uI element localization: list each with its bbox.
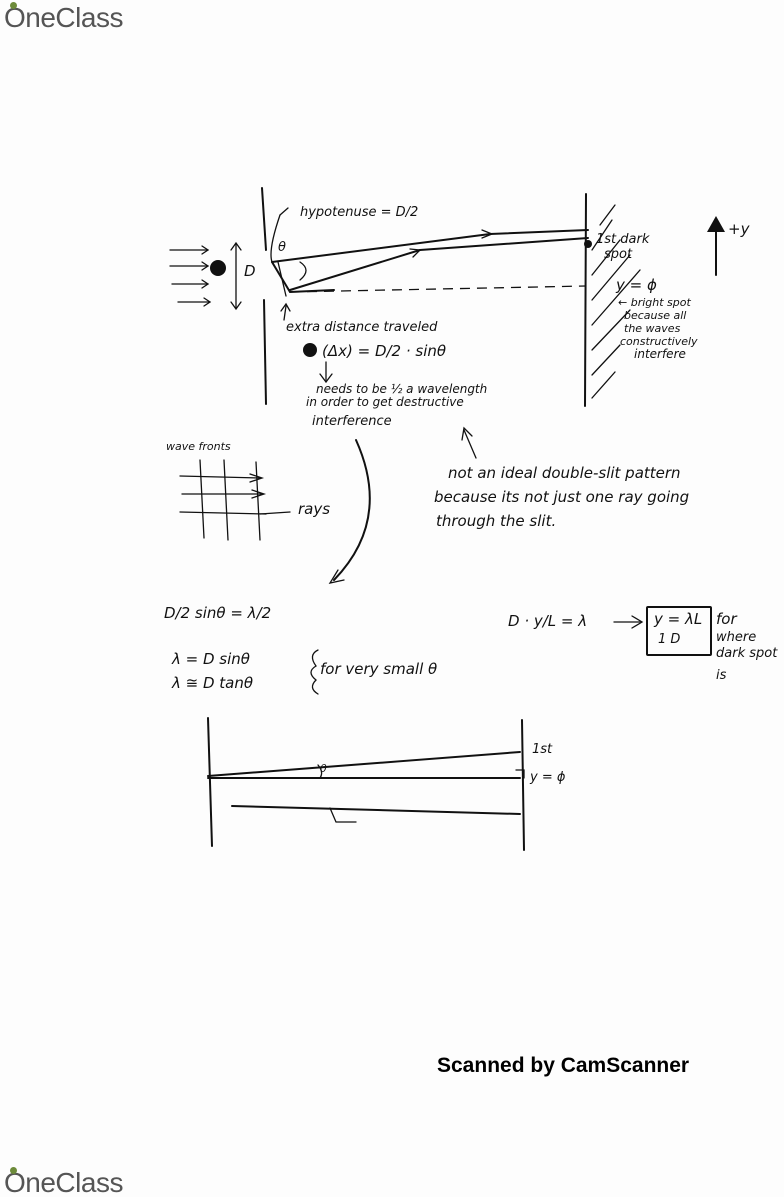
path-triangle: [271, 261, 335, 294]
small-angle-note: for very small θ: [320, 660, 438, 678]
ink-blot: [303, 343, 317, 357]
bright-spot-line-1: ← bright spot: [618, 296, 691, 309]
lower-first-label: 1st: [532, 742, 553, 757]
theta-label-slit: θ: [278, 240, 286, 255]
bright-spot-line-3: the waves: [624, 322, 681, 335]
logo-bottom-text: OneClass: [4, 1167, 123, 1197]
dark-spot-label-1: 1st dark: [596, 232, 650, 247]
extra-distance-arrow: [283, 305, 287, 321]
up-arrow: [463, 429, 477, 459]
lower-y-zero-label: y = ϕ: [530, 770, 566, 785]
wave-fronts-grid: [179, 459, 267, 541]
curved-arrow: [333, 439, 371, 581]
slit-wall-bottom: [263, 299, 267, 405]
half-wavelength-line-3: interference: [312, 414, 392, 429]
equation-3: λ ≅ D tanθ: [172, 674, 254, 692]
positive-y-label: +y: [728, 220, 750, 238]
for-where-line-3: dark spot: [716, 646, 778, 661]
bright-spot-line-2: because all: [624, 309, 687, 322]
hypotenuse-pointer: [270, 214, 281, 263]
boxed-result-bottom: 1 D: [658, 632, 681, 647]
not-ideal-line-1: not an ideal double-slit pattern: [448, 464, 681, 482]
rays-label: rays: [298, 500, 331, 518]
hypotenuse-label: hypotenuse = D/2: [300, 205, 419, 220]
equation-1: D/2 sinθ = λ/2: [164, 604, 272, 622]
center-line: [289, 285, 587, 293]
for-where-line-2: where: [716, 630, 757, 645]
bright-spot-line-5: interfere: [634, 347, 686, 361]
incoming-wave-arrows: [169, 245, 212, 307]
extra-distance-label: extra distance traveled: [286, 320, 438, 335]
slit-wall-top: [261, 187, 267, 251]
not-ideal-line-3: through the slit.: [436, 512, 557, 530]
dark-spot-dot: [584, 240, 592, 248]
lower-ray: [207, 751, 521, 777]
path-difference-equation: (Δx) = D/2 · sinθ: [322, 342, 447, 360]
oneclass-logo-top: OneClass: [4, 2, 123, 34]
camscanner-watermark: Scanned by CamScanner: [437, 1054, 690, 1077]
brace: [310, 649, 319, 695]
lower-wall-right: [521, 719, 525, 851]
bright-spot-line-4: constructively: [620, 335, 698, 348]
lower-theta-label: θ: [320, 762, 327, 775]
screen-line: [584, 193, 587, 407]
half-wavelength-line-1: needs to be ½ a wavelength: [316, 382, 488, 396]
half-wavelength-line-2: in order to get destructive: [306, 395, 464, 409]
slit-width-label: D: [244, 262, 256, 280]
logo-leaf-icon-bottom: [10, 1167, 17, 1174]
for-where-line-1: for: [716, 610, 737, 628]
for-where-line-4: is: [716, 668, 727, 683]
screen-hatching: [591, 204, 641, 399]
slit-source-dot: [210, 260, 226, 276]
equation-2: λ = D sinθ: [172, 650, 250, 668]
boxed-result-top: y = λL: [654, 610, 703, 628]
ray-bottom: [289, 249, 421, 291]
equation-4: D · y/L = λ: [508, 612, 588, 630]
dark-spot-label-2: spot: [604, 247, 633, 262]
not-ideal-line-2: because its not just one ray going: [434, 488, 690, 506]
oneclass-logo-bottom: OneClass: [4, 1167, 123, 1197]
boxed-result: y = λL 1 D: [646, 606, 712, 656]
ray-top: [271, 233, 491, 263]
logo-top-text: OneClass: [4, 2, 123, 33]
wave-fronts-label: wave fronts: [166, 440, 231, 453]
L-dimension-line: [231, 805, 521, 815]
y-zero-label: y = ϕ: [616, 276, 657, 294]
logo-leaf-icon: [10, 2, 17, 9]
lower-wall-left: [207, 717, 213, 847]
